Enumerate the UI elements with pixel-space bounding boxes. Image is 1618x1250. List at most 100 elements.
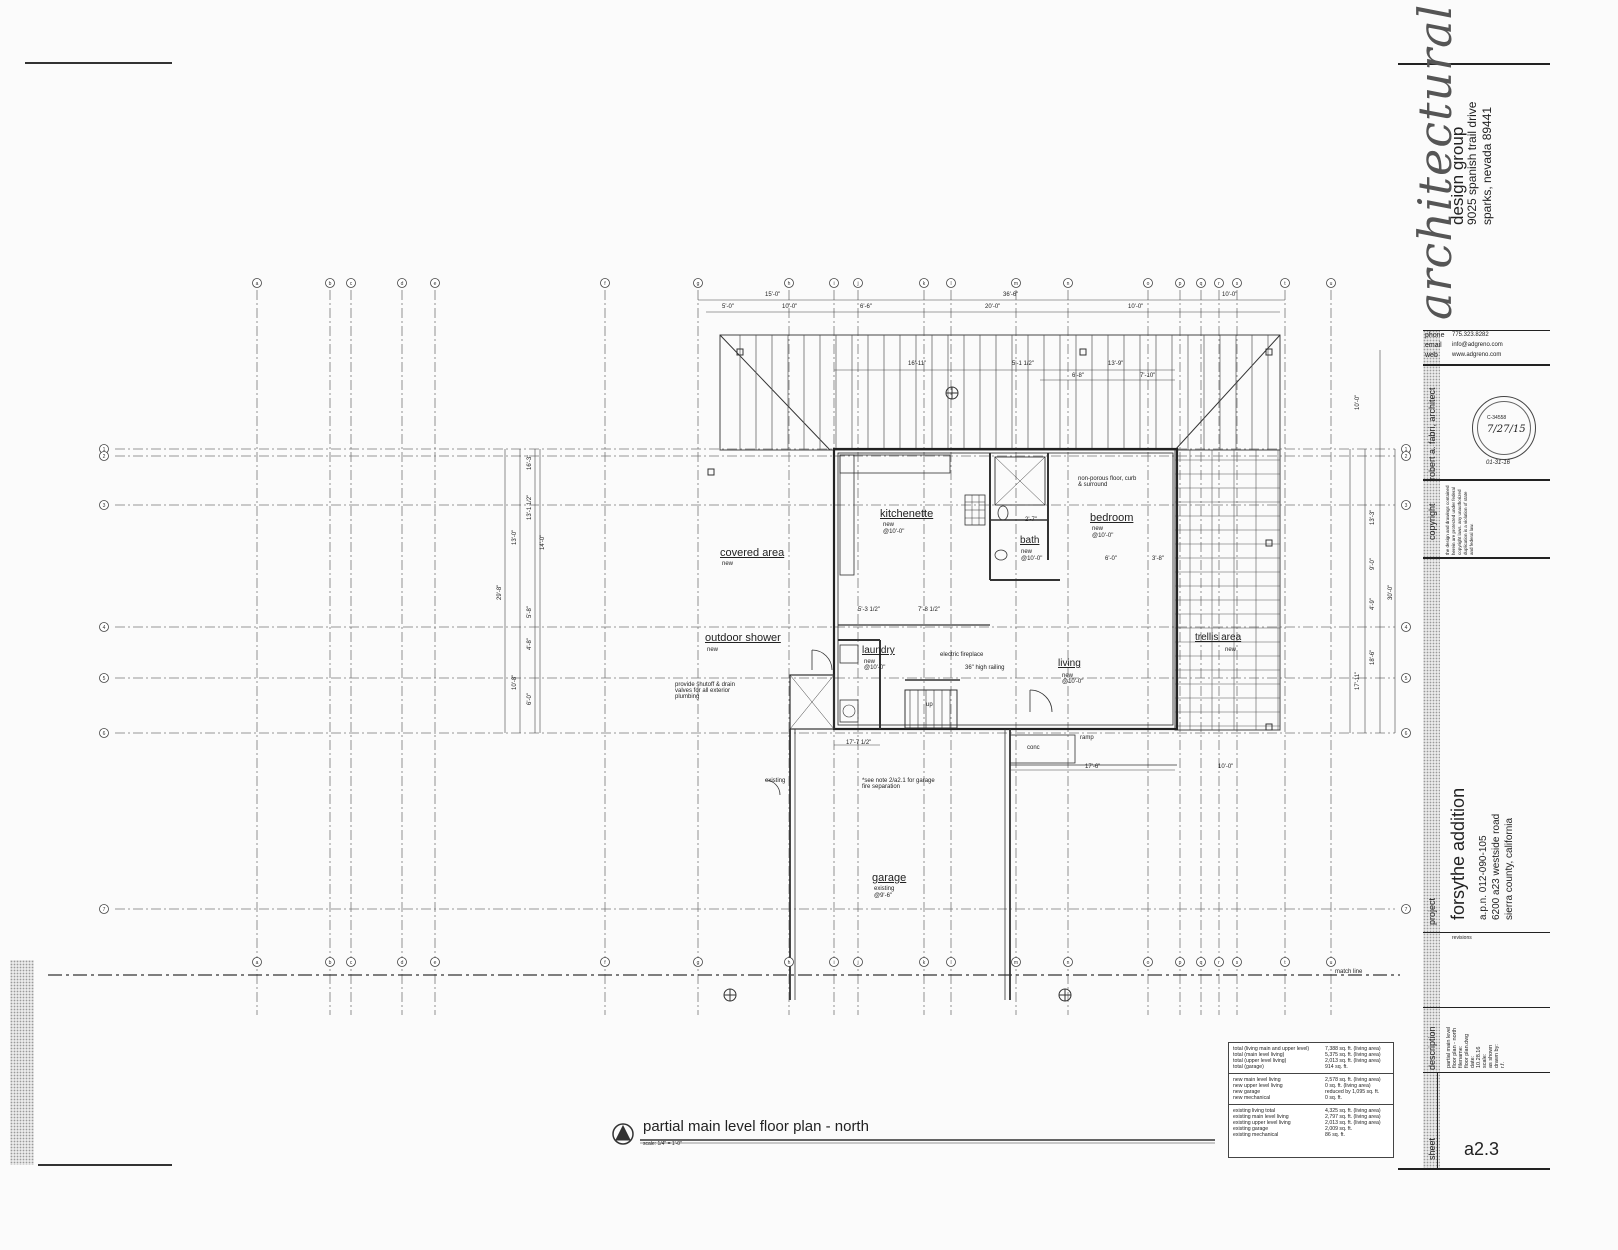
note-high-railing: 36" high railing xyxy=(965,665,1005,671)
dimension-label: 5'-3 1/2" xyxy=(858,607,880,613)
area-summary-row: total (garage)914 sq. ft. xyxy=(1229,1064,1393,1070)
firm-address-1: 9025 spanish trail drive xyxy=(1465,101,1479,225)
note-shower-valves: provide shutoff & drain valves for all e… xyxy=(675,682,735,700)
grid-letter: p xyxy=(1179,281,1182,287)
grid-bubble-2 xyxy=(1401,451,1411,461)
area-label: total (main level living) xyxy=(1233,1052,1285,1058)
grid-letter: n xyxy=(1067,281,1070,287)
project-address: 6200 a23 westside road xyxy=(1491,813,1502,920)
grid-letter: r xyxy=(1218,281,1220,287)
dimension-label: 10'-0" xyxy=(1355,394,1361,410)
grid-bubble-a xyxy=(252,957,262,967)
dimension-label: 16'-3" xyxy=(527,454,533,470)
dimension-label: 2'-7" xyxy=(1025,517,1037,523)
dimension-label: 17'-6" xyxy=(1085,764,1101,770)
grid-bubble-h xyxy=(784,278,794,288)
grid-number: 5 xyxy=(1405,676,1408,682)
grid-bubble-g xyxy=(693,278,703,288)
dimension-label: 5'-1 1/2" xyxy=(1012,361,1034,367)
grid-bubble-l xyxy=(946,278,956,288)
grid-bubble-7 xyxy=(99,904,109,914)
area-value: 86 sq. ft. xyxy=(1325,1132,1345,1138)
room-kitchenette-sub: new xyxy=(883,522,895,528)
room-garage-ceiling: @9'-6" xyxy=(874,893,893,899)
copyright-label: copyright xyxy=(1427,503,1437,540)
grid-bubble-f xyxy=(600,957,610,967)
grid-letter: h xyxy=(788,960,791,966)
grid-bubble-q xyxy=(1196,278,1206,288)
grid-letter: c xyxy=(350,960,353,966)
project-apn: a.p.n. 012-090-105 xyxy=(1478,835,1489,920)
grid-number: 1 xyxy=(1405,447,1408,453)
grid-letter: h xyxy=(788,281,791,287)
dimension-label: 7'-10" xyxy=(1140,373,1156,379)
grid-bubble-3 xyxy=(99,500,109,510)
note-electric-fireplace: electric fireplace xyxy=(940,652,984,658)
area-summary-row: new upper level living 0 sq. ft. (living … xyxy=(1229,1083,1393,1089)
grid-bubble-n xyxy=(1063,278,1073,288)
area-label: existing mechanical xyxy=(1233,1132,1279,1138)
match-line-label: match line xyxy=(1335,969,1363,975)
grid-bubble-f xyxy=(600,278,610,288)
grid-bubble-i xyxy=(829,957,839,967)
room-outdoor-shower-sub: new xyxy=(707,647,719,653)
grid-bubble-n xyxy=(1063,957,1073,967)
grid-letter: j xyxy=(856,960,858,966)
dimension-label: 16'-11" xyxy=(908,361,927,367)
area-label: total (upper level living) xyxy=(1233,1058,1287,1064)
area-label: new upper level living xyxy=(1233,1083,1283,1089)
grid-bubble-r xyxy=(1214,278,1224,288)
grid-bubble-t xyxy=(1280,957,1290,967)
grid-bubble-2 xyxy=(99,451,109,461)
grid-letter: g xyxy=(697,281,700,287)
grid-number: 6 xyxy=(103,731,106,737)
dimension-label: 10'-0" xyxy=(1218,764,1234,770)
grid-bubble-r xyxy=(1214,957,1224,967)
grid-bubble-g xyxy=(693,957,703,967)
area-summary-row: existing mechanical 86 sq. ft. xyxy=(1229,1132,1393,1138)
grid-number: 4 xyxy=(103,625,106,631)
grid-bubble-m xyxy=(1011,278,1021,288)
title-block-stipple-band xyxy=(1423,330,1440,1168)
area-summary-row: total (living main and upper level)7,388… xyxy=(1229,1046,1393,1052)
dimension-label: 20'-0" xyxy=(985,304,1001,310)
dimension-label: 14'-0" xyxy=(540,534,546,550)
drawing-title: partial main level floor plan - north xyxy=(643,1118,869,1135)
area-value: 0 sq. ft. (living area) xyxy=(1325,1083,1371,1089)
area-value: 2,009 sq. ft. xyxy=(1325,1126,1353,1132)
dimension-label: 10'-0" xyxy=(1128,304,1144,310)
grid-letter: s xyxy=(1236,960,1239,966)
area-value: reduced by 1,095 sq. ft. xyxy=(1325,1089,1380,1095)
grid-letter: l xyxy=(950,960,951,966)
grid-bubble-b xyxy=(325,278,335,288)
dimension-label: 4'-9" xyxy=(1370,598,1376,610)
grid-letter: e xyxy=(434,960,437,966)
description-line: r.f. xyxy=(1500,1061,1506,1068)
grid-bubble-e xyxy=(430,957,440,967)
dimension-label: 13'-3" xyxy=(1370,509,1376,525)
grid-bubble-4 xyxy=(99,622,109,632)
architect-seal: C-34558 7/27/15 xyxy=(1472,396,1536,460)
project-county: sierra county, california xyxy=(1504,817,1515,920)
dimension-label: 10'-0" xyxy=(1222,292,1238,298)
grid-bubble-c xyxy=(346,957,356,967)
grid-letter: i xyxy=(833,281,834,287)
grid-letter: r xyxy=(1218,960,1220,966)
room-garage: garage xyxy=(872,872,907,884)
room-trellis-area: trellis area xyxy=(1195,632,1242,643)
area-value: 0 sq. ft. xyxy=(1325,1095,1343,1101)
dimension-label: 17'-11" xyxy=(1355,671,1361,690)
grid-letter: b xyxy=(329,960,332,966)
area-label: existing garage xyxy=(1233,1126,1269,1132)
room-living-sub: new xyxy=(1062,673,1074,679)
grid-letter: j xyxy=(856,281,858,287)
grid-bubble-e xyxy=(430,278,440,288)
note-nonporous-floor: non-porous floor, curb & surround xyxy=(1078,476,1137,488)
grid-number: 1 xyxy=(103,447,106,453)
email-value: info@adgreno.com xyxy=(1452,342,1503,348)
grid-bubble-m xyxy=(1011,957,1021,967)
room-covered-area-sub: new xyxy=(722,561,734,567)
